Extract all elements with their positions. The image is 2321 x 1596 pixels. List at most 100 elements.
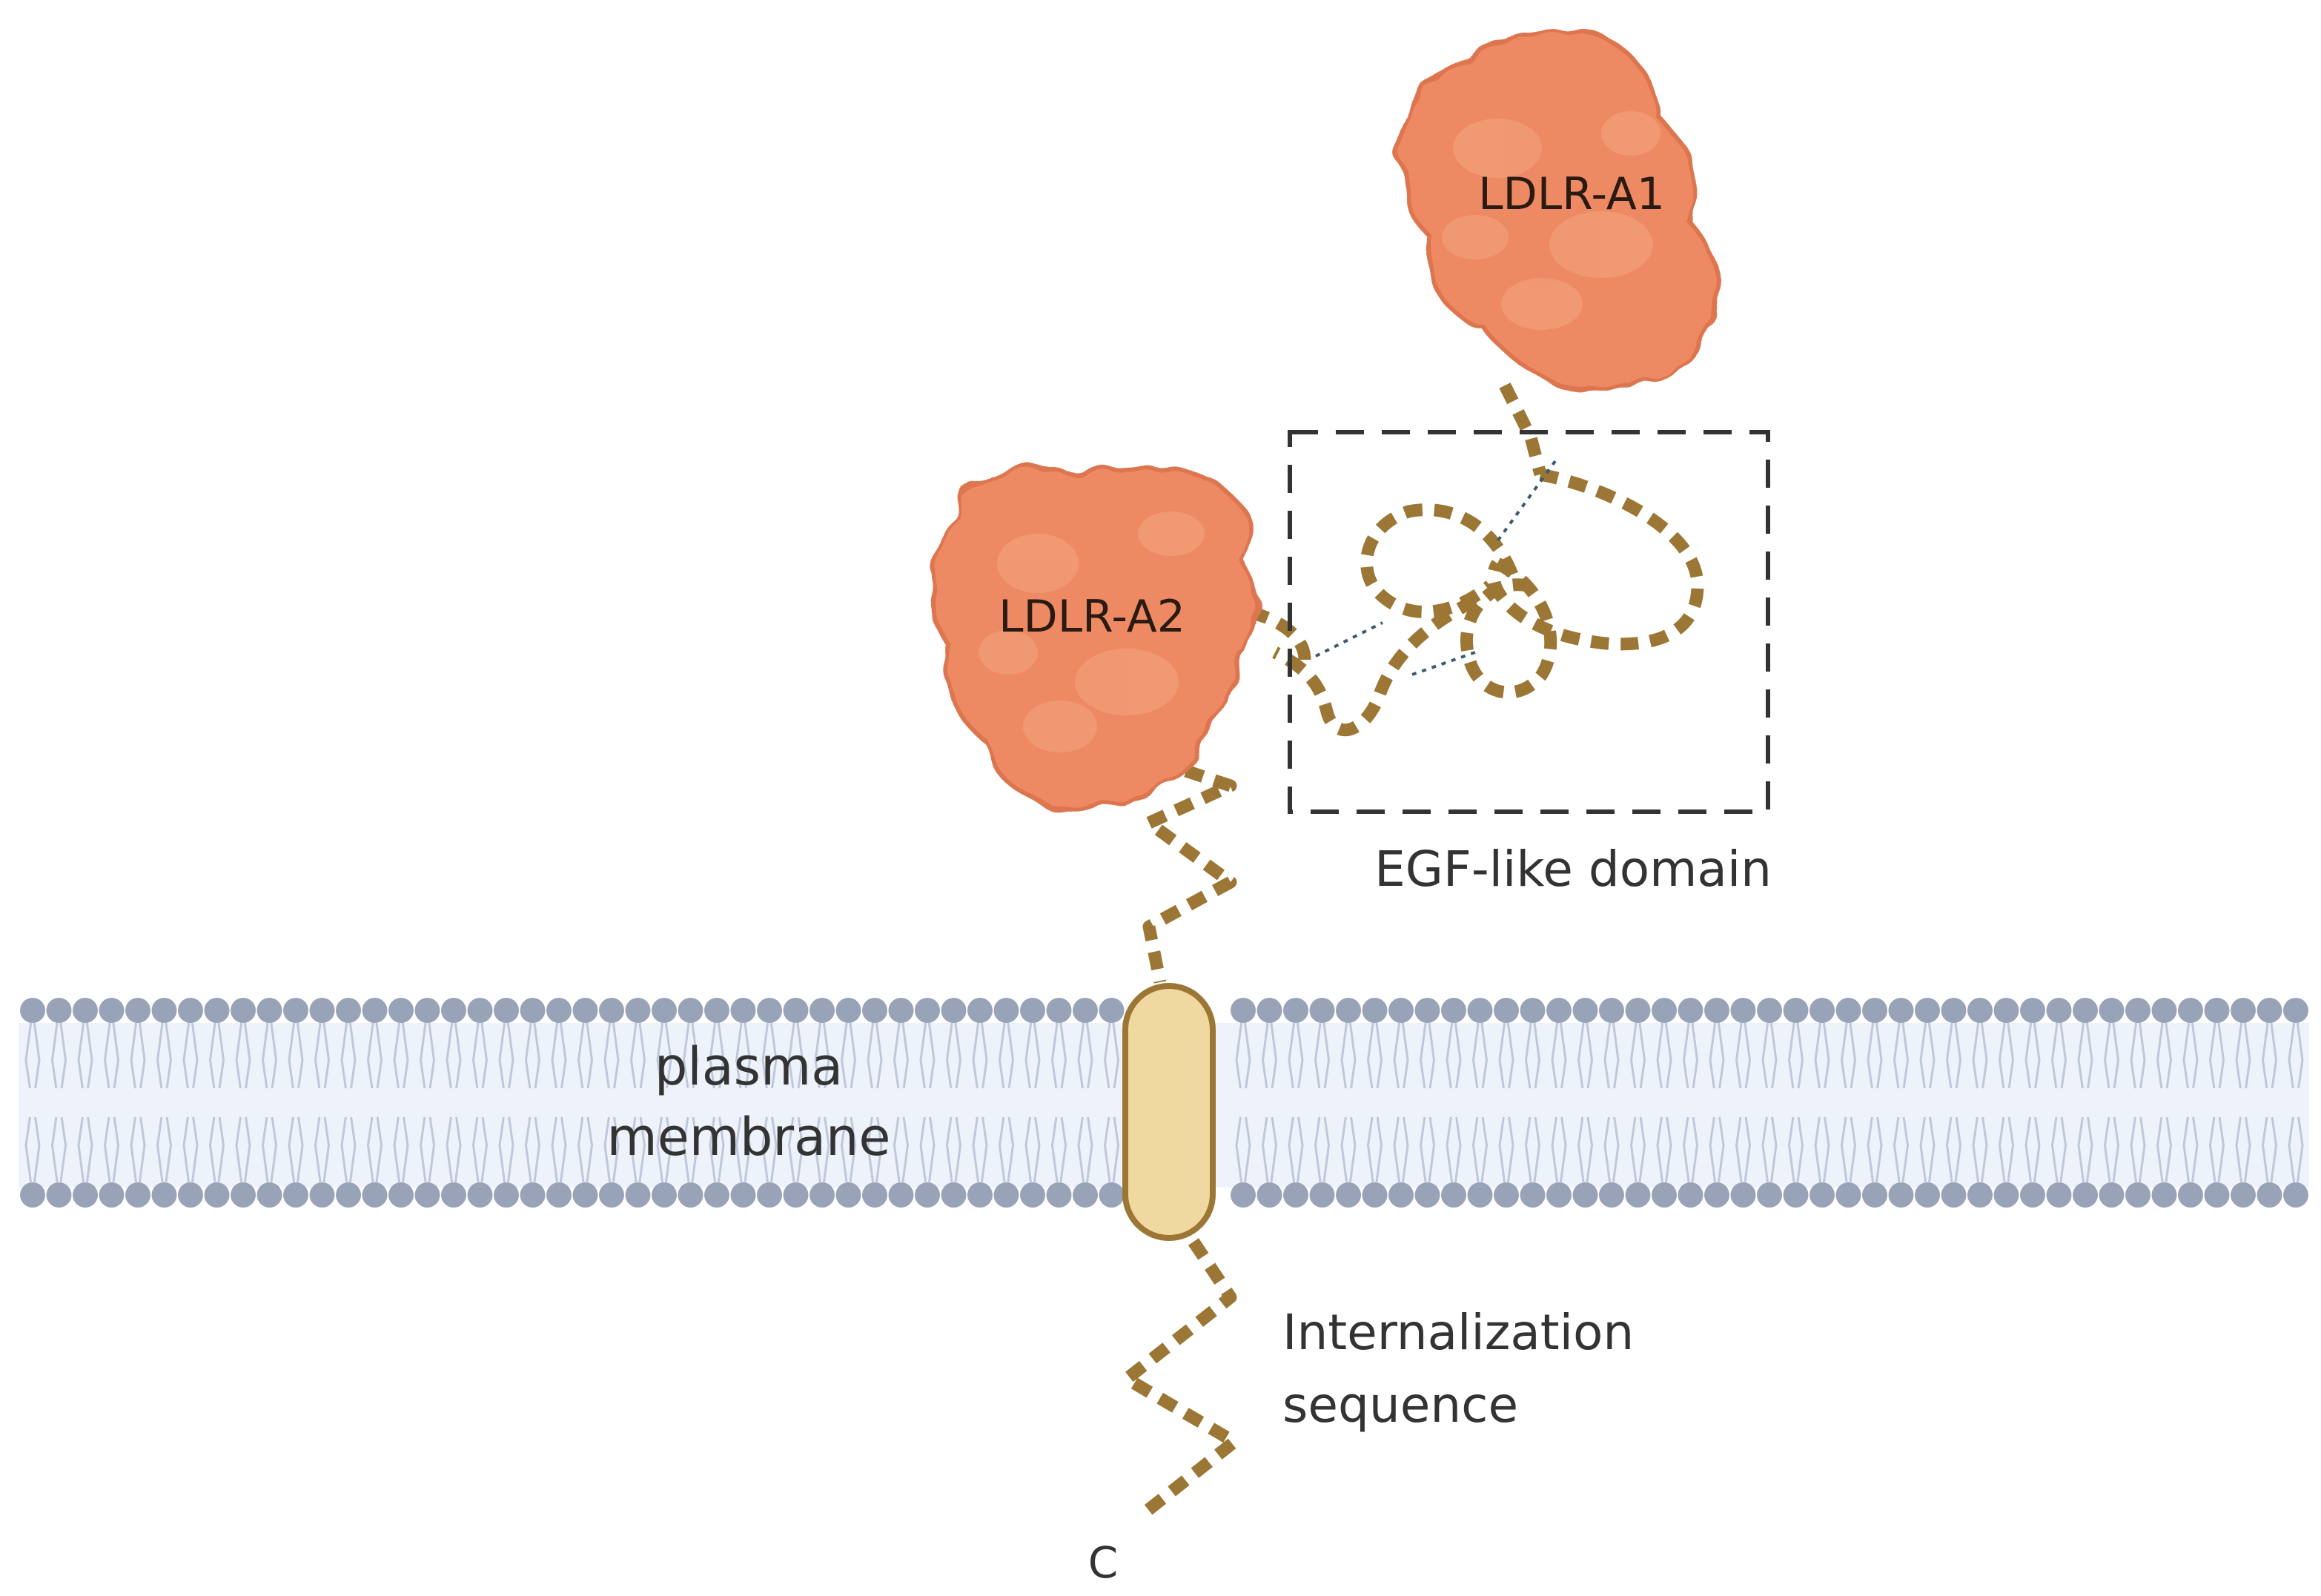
lipid-tail [1682,1022,1690,1089]
lipid-tail [2191,1116,2199,1183]
lipid-head [1704,998,1729,1023]
lipid-tail [1348,1116,1357,1183]
lipid-tail [2007,1116,2015,1183]
lipid-head [809,1182,835,1208]
lipid-head [1572,1182,1598,1208]
ldlr-a2-domain: LDLR-A2 [930,462,1258,811]
lipid-tail [2156,1022,2164,1089]
lipid-tail [243,1116,251,1183]
lipid-tail [1393,1116,1401,1183]
lipid-head [1231,998,1256,1023]
lipid-tail [769,1022,778,1089]
lipid-tail [814,1116,822,1183]
membrane-label-line1: plasma [655,1036,843,1097]
lipid-head [1073,998,1098,1023]
lipid-tail [1506,1116,1514,1183]
lipid-tail [849,1116,857,1183]
lipid-tail [1638,1022,1646,1089]
lipid-head [757,998,782,1023]
lipid-tail [1867,1022,1875,1089]
linker-cytoplasmic-tail [1120,1238,1241,1517]
lipid-tail [822,1116,830,1183]
lipid-head [1730,1182,1756,1208]
lipid-tail [2112,1116,2120,1183]
lipid-tail [1972,1116,1980,1183]
lipid-tail [1322,1022,1331,1089]
lipid-tail [1340,1116,1348,1183]
lipid-head [467,1182,493,1208]
lipid-tail [1980,1116,1988,1183]
lipid-tail [182,1022,191,1089]
lipid-tail [2217,1116,2225,1183]
lipid-tail [191,1022,199,1089]
lipid-tail [24,1116,33,1183]
lipid-tail [814,1022,822,1089]
lipid-tail [2261,1022,2269,1089]
lipid-tail [446,1116,454,1183]
lipid-tail [1682,1116,1690,1183]
lipid-tail [577,1022,585,1089]
lipid-head [1810,1182,1835,1208]
lipid-tail [1007,1022,1015,1089]
lipid-head [783,998,809,1023]
lipid-head [1967,1182,1993,1208]
lipid-tail [1612,1116,1620,1183]
lipid-tail [1085,1022,1093,1089]
lipid-tail [1787,1116,1795,1183]
lipid-tails [24,1022,2304,1183]
lipid-tail [691,1022,699,1089]
lipid-head [1283,998,1308,1023]
lipid-tail [998,1116,1006,1183]
lipid-tail [577,1116,585,1183]
lipid-tail [1033,1022,1041,1089]
lipid-tail [2243,1116,2251,1183]
lipid-head [99,998,125,1023]
lipid-tail [1261,1022,1269,1089]
lipid-head [1625,998,1651,1023]
lipid-tail [1243,1116,1251,1183]
lipid-tail [348,1116,357,1183]
lipid-head [73,998,98,1023]
lipid-tail [2130,1022,2138,1089]
lipid-tail [1814,1022,1822,1089]
lipid-head [1231,1182,1256,1208]
lipid-tail [366,1022,374,1089]
lipid-tail [586,1116,594,1183]
disulfide-bond-1 [1496,460,1557,543]
lipid-head [704,998,729,1023]
lipid-tail [112,1116,120,1183]
lipid-tail [901,1116,910,1183]
lipid-tail [340,1022,348,1089]
lipid-head [1414,998,1440,1023]
lipid-tail [1498,1022,1506,1089]
lipid-tail [1796,1116,1804,1183]
lipid-head [546,1182,572,1208]
lipid-tail [954,1022,962,1089]
lipid-tail [1366,1116,1374,1183]
lipid-tail [1822,1022,1830,1089]
lipid-tail [1603,1116,1612,1183]
lipid-tail [1849,1022,1857,1089]
egf-loop-middle [1460,557,1557,699]
lipid-tail [2138,1022,2146,1089]
ldlr-a1-shape [1399,27,1721,392]
lipid-head [652,1182,677,1208]
lipid-tail [1446,1116,1454,1183]
lipid-head [915,998,940,1023]
lipid-tail [2182,1116,2191,1183]
lipid-head [1835,1182,1861,1208]
lipid-tail [2296,1022,2304,1089]
lipid-head [388,998,414,1023]
lipid-tail [1769,1116,1778,1183]
lipid-head [835,1182,861,1208]
lipid-tail [1366,1022,1374,1089]
lipid-tail [1629,1116,1638,1183]
lipid-head [151,1182,177,1208]
lipid-tail [2270,1022,2278,1089]
lipid-tail [270,1022,278,1089]
lipid-tail [972,1116,980,1183]
lipid-tail [1919,1022,1927,1089]
lipid-tail [1893,1022,1901,1089]
lipid-tail [498,1116,506,1183]
